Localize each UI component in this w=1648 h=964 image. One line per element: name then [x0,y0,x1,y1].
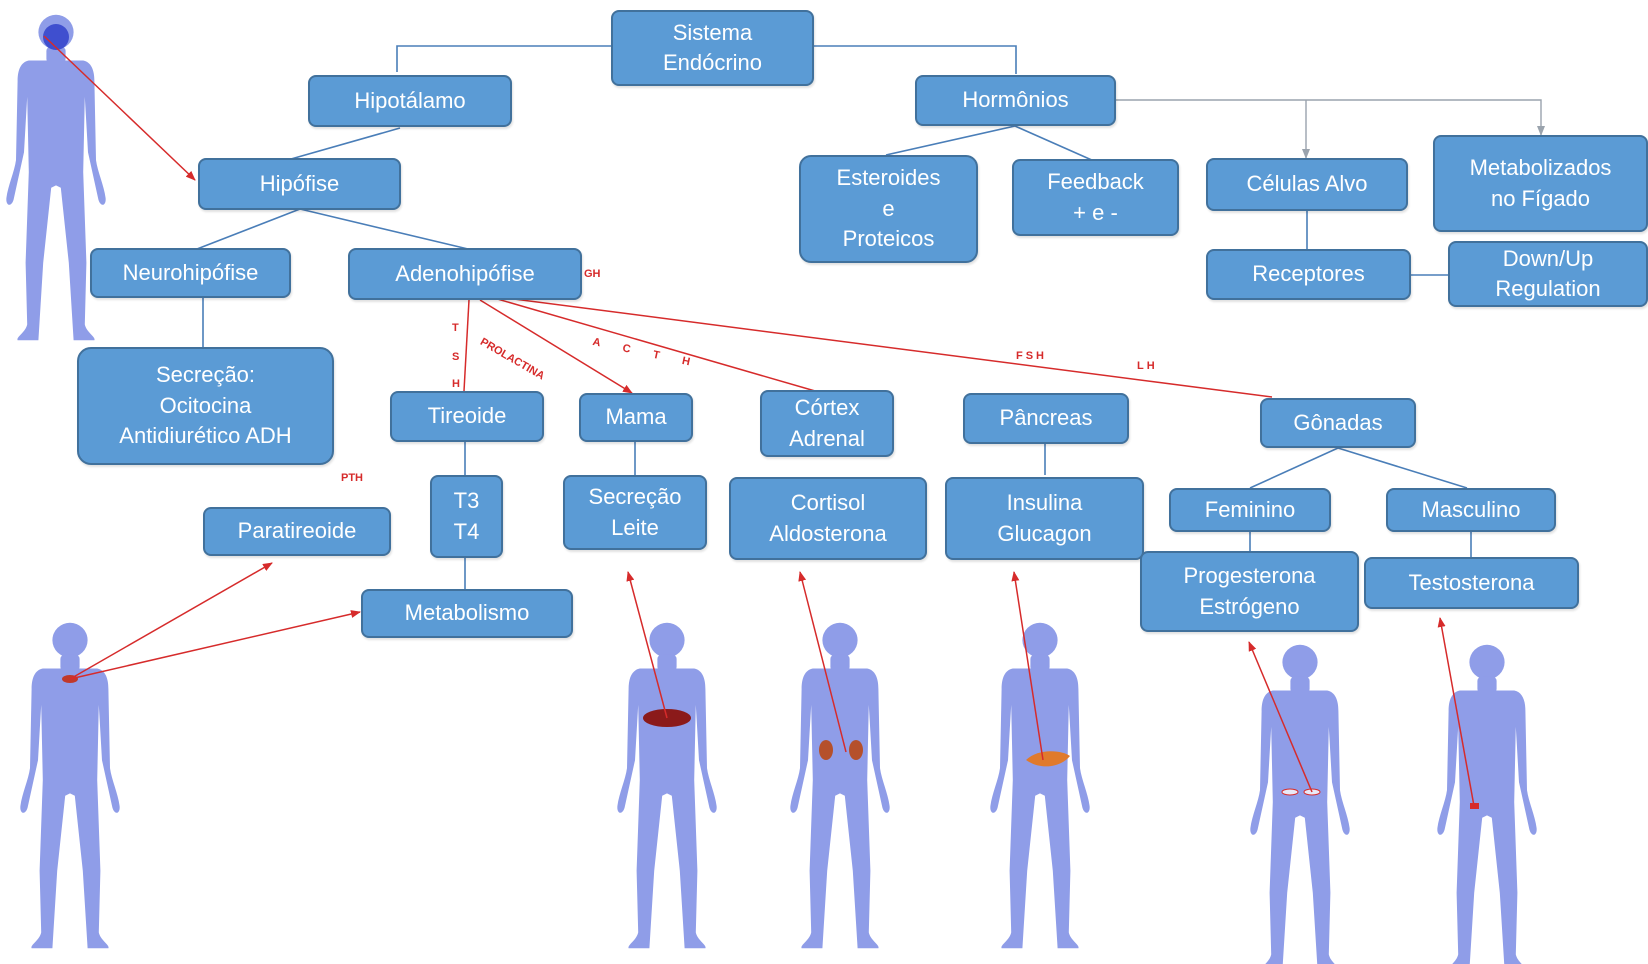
estrogeno-label: Estrógeno [1199,593,1300,619]
progesterona-label: Progesterona [1183,563,1316,589]
human-figure-icon [617,622,717,949]
fsh-lh-line [505,297,1273,398]
adenohipofise-node[interactable]: Adenohipófise [348,248,582,300]
fsh-label: FSH [1016,350,1047,362]
metabolismo-node[interactable]: Metabolismo [361,589,573,638]
down-up-regulation-node[interactable]: Down/Up Regulation [1448,241,1648,307]
celulas-alvo-label: Células Alvo [1246,171,1368,197]
tsh-line [463,299,470,392]
secrecao-leite-line-1: Secreção [588,484,682,510]
human-figure-icon [790,622,890,949]
sistema-endocrino-node[interactable]: Sistema Endócrino [611,10,814,86]
cortex-adrenal-node[interactable]: Córtex Adrenal [760,390,894,457]
cortex-adrenal-line-1: Córtex [794,395,860,421]
receptores-node[interactable]: Receptores [1206,249,1411,300]
hipotalamo-node[interactable]: Hipotálamo [308,75,512,127]
neurohipofise-label: Neurohipófise [122,259,259,285]
secrecao-neurohipofise-line-3: Antidiurético ADH [119,423,292,449]
neurohipofise-node[interactable]: Neurohipófise [90,248,291,298]
insulina-glucagon-node[interactable]: Insulina Glucagon [945,477,1144,560]
hierarchy-connectors [196,45,1472,589]
celulas-alvo-node[interactable]: Células Alvo [1206,158,1408,211]
hipotalamo-label: Hipotálamo [354,87,466,113]
cortex-adrenal-line-2: Adrenal [789,425,865,451]
mama-node[interactable]: Mama [579,393,693,442]
down-up-line-1: Down/Up [1502,245,1594,271]
esteroides-line-1: Esteroides [836,165,941,191]
pathway-lines [463,297,1273,398]
tsh-label-h: H [452,378,460,390]
feminino-node[interactable]: Feminino [1169,488,1331,532]
metabolizados-line-1: Metabolizados [1469,155,1612,181]
brain-icon [43,24,69,50]
esteroides-line-3: Proteicos [842,226,935,252]
feedback-line-1: Feedback [1047,169,1144,195]
t3-label: T3 [453,488,480,514]
tireoide-label: Tireoide [427,403,507,429]
pancreas-node[interactable]: Pâncreas [963,393,1129,444]
cortisol-aldosterona-node[interactable]: Cortisol Aldosterona [729,477,927,560]
secrecao-leite-line-2: Leite [611,514,659,540]
esteroides-line-2: e [882,195,895,221]
hormonios-node[interactable]: Hormônios [915,75,1116,126]
testosterona-node[interactable]: Testosterona [1364,557,1579,609]
testosterona-label: Testosterona [1408,569,1535,595]
metabolismo-label: Metabolismo [404,600,530,626]
mama-label: Mama [605,404,667,430]
paratireoide-node[interactable]: Paratireoide [203,507,391,556]
prolactina-line [479,299,633,394]
tsh-label-t: T [452,322,459,334]
masculino-label: Masculino [1421,496,1521,522]
testis-icon [1470,803,1479,809]
hipofise-label: Hipófise [259,170,340,196]
gh-label: GH [584,268,601,280]
pancreas-label: Pâncreas [999,405,1093,431]
feedback-line-2: + e - [1073,199,1118,225]
down-up-line-2: Regulation [1495,276,1601,301]
hormonios-branch-arrows [1113,99,1545,159]
gonadas-label: Gônadas [1293,409,1383,435]
human-figure-icon [1250,644,1350,964]
tsh-label-s: S [452,351,460,363]
sistema-endocrino-line-1: Sistema [672,19,753,45]
secrecao-neurohipofise-node[interactable]: Secreção: Ocitocina Antidiurético ADH [77,347,334,465]
tireoide-node[interactable]: Tireoide [390,391,544,442]
acth-line [493,297,823,394]
organ-arrows [43,35,1475,807]
human-figure-icon [1437,644,1537,964]
hipofise-node[interactable]: Hipófise [198,158,401,210]
lh-label: LH [1137,360,1158,372]
adenohipofise-label: Adenohipófise [395,260,535,286]
aldosterona-label: Aldosterona [769,520,887,546]
secrecao-neurohipofise-line-2: Ocitocina [159,392,252,418]
feminino-label: Feminino [1204,496,1296,522]
t3-t4-node[interactable]: T3 T4 [430,475,503,558]
t4-label: T4 [453,518,480,544]
secrecao-leite-node[interactable]: Secreção Leite [563,475,707,550]
esteroides-proteicos-node[interactable]: Esteroides e Proteicos [799,155,978,263]
pth-label: PTH [341,472,363,484]
kidney-icon [819,740,863,760]
glucagon-label: Glucagon [997,520,1092,546]
insulina-label: Insulina [1006,490,1083,516]
paratireoide-label: Paratireoide [237,518,357,544]
gonadas-node[interactable]: Gônadas [1260,398,1416,448]
feedback-node[interactable]: Feedback + e - [1012,159,1179,236]
progesterona-estrogeno-node[interactable]: Progesterona Estrógeno [1140,551,1359,632]
secrecao-neurohipofise-line-1: Secreção: [155,362,256,388]
metabolizados-figado-node[interactable]: Metabolizados no Fígado [1433,135,1648,232]
masculino-node[interactable]: Masculino [1386,488,1556,532]
pancreas-icon [1026,751,1070,767]
human-figure-icon [990,622,1090,949]
metabolizados-line-2: no Fígado [1490,185,1591,211]
cortisol-label: Cortisol [790,490,866,516]
hormonios-label: Hormônios [962,87,1069,113]
receptores-label: Receptores [1252,261,1365,287]
sistema-endocrino-line-2: Endócrino [662,50,763,75]
